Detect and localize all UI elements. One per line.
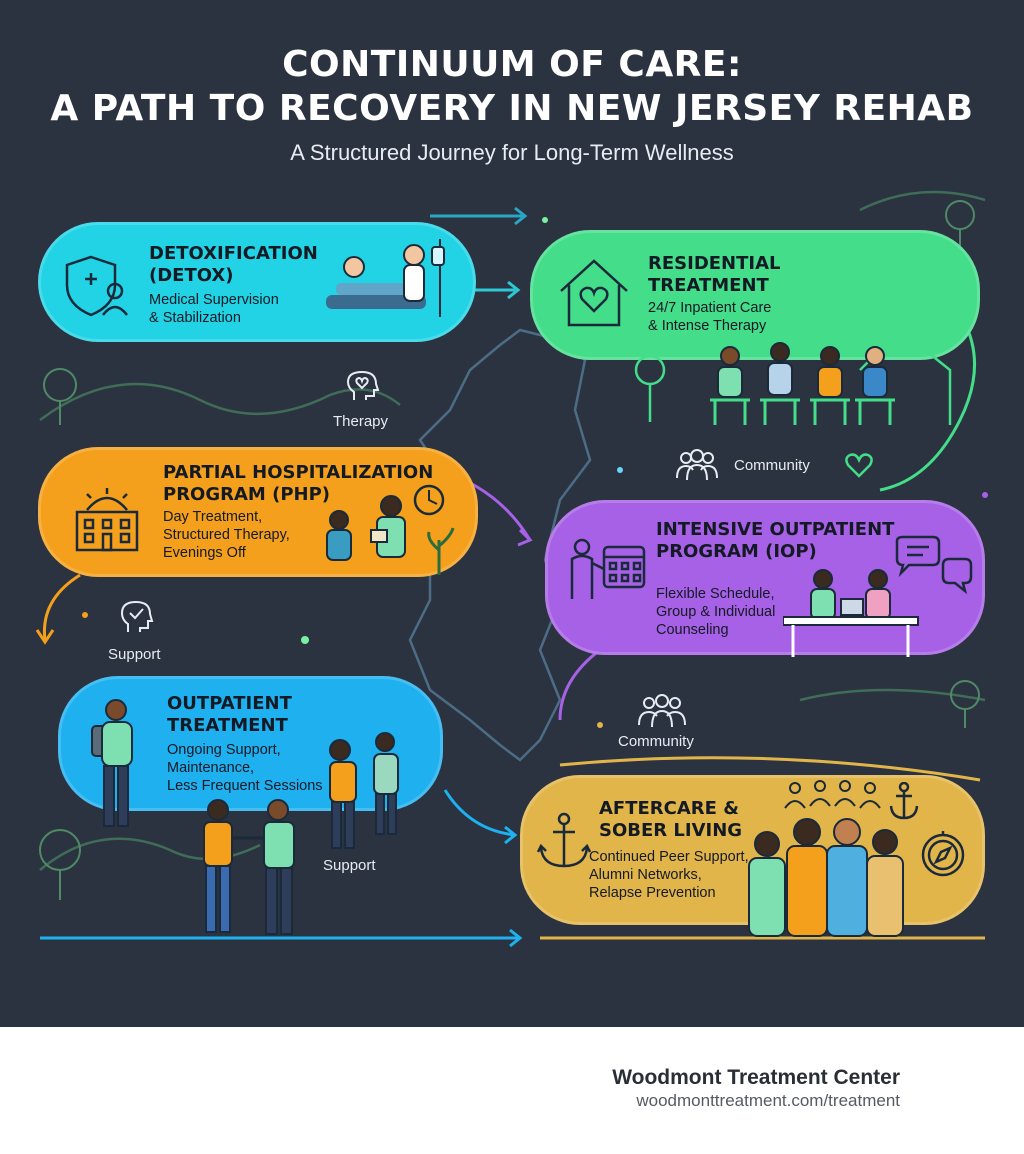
community-label: Community <box>618 733 694 750</box>
head-check-icon <box>120 600 154 632</box>
stage-aftercare: AFTERCARE & SOBER LIVING Continued Peer … <box>520 775 985 925</box>
stage-description: Continued Peer Support, Alumni Networks,… <box>589 849 749 901</box>
desk-counseling-icon <box>783 569 919 657</box>
stage-title: PARTIAL HOSPITALIZATION PROGRAM (PHP) <box>163 462 434 505</box>
therapy-label: Therapy <box>333 413 389 430</box>
backpack-person-icon <box>91 699 133 827</box>
footer-url[interactable]: woodmonttreatment.com/treatment <box>636 1091 900 1110</box>
support-label: Support <box>323 857 376 874</box>
support-label: Support <box>108 646 161 663</box>
arrowheads <box>35 206 533 948</box>
new-jersey-outline <box>408 328 592 762</box>
hills-right-top <box>859 190 986 212</box>
stage-detox: DETOXIFICATION (DETOX) Medical Supervisi… <box>38 222 476 342</box>
stage-php: PARTIAL HOSPITALIZATION PROGRAM (PHP) Da… <box>38 447 478 577</box>
people-handshake-icon <box>203 732 399 935</box>
counselor-session-icon <box>326 484 455 575</box>
footer-brand: Woodmont Treatment Center <box>612 1066 900 1089</box>
sparkle-dots <box>82 217 988 728</box>
head-heart-icon <box>346 370 380 400</box>
infographic-canvas: CONTINUUM OF CARE: A PATH TO RECOVERY IN… <box>0 0 1024 1027</box>
compass-icon <box>921 831 965 877</box>
stage-title: INTENSIVE OUTPATIENT PROGRAM (IOP) <box>656 519 895 562</box>
stage-description: Ongoing Support, Maintenance, Less Frequ… <box>167 742 323 794</box>
people-group-icon <box>638 694 686 728</box>
person-calendar-icon <box>570 538 646 599</box>
stage-title: RESIDENTIAL TREATMENT <box>648 253 781 296</box>
main-title-line-2: A PATH TO RECOVERY IN NEW JERSEY REHAB <box>50 88 974 129</box>
patient-bed-icon <box>326 239 445 317</box>
stage-title: DETOXIFICATION (DETOX) <box>149 243 318 286</box>
hills-left-top <box>39 382 401 422</box>
peer-group-icon <box>748 780 904 937</box>
anchor-icon <box>889 782 919 820</box>
chat-bubbles-icon <box>895 535 973 595</box>
main-title-line-1: CONTINUUM OF CARE: <box>282 44 742 85</box>
hospital-sun-icon <box>75 488 139 552</box>
hills-right-mid <box>799 688 986 702</box>
stage-residential: RESIDENTIAL TREATMENT 24/7 Inpatient Car… <box>530 230 980 360</box>
tree-icons <box>39 200 980 900</box>
house-heart-icon <box>560 259 628 327</box>
shield-medical-icon <box>65 255 128 317</box>
community-label: Community <box>734 457 810 474</box>
stage-title: AFTERCARE & SOBER LIVING <box>599 798 743 841</box>
people-group-icon <box>676 449 718 481</box>
stage-iop: INTENSIVE OUTPATIENT PROGRAM (IOP) Flexi… <box>545 500 985 657</box>
stage-description: Medical Supervision & Stabilization <box>149 292 279 326</box>
stage-description: Flexible Schedule, Group & Individual Co… <box>656 586 776 638</box>
subtitle: A Structured Journey for Long-Term Welln… <box>290 140 734 165</box>
stage-title: OUTPATIENT TREATMENT <box>167 693 292 736</box>
anchor-icon <box>537 812 591 868</box>
group-therapy-scene-icon <box>634 330 952 425</box>
stage-description: 24/7 Inpatient Care & Intense Therapy <box>648 300 772 334</box>
stage-description: Day Treatment, Structured Therapy, Eveni… <box>163 509 290 561</box>
heart-icon <box>845 453 873 478</box>
